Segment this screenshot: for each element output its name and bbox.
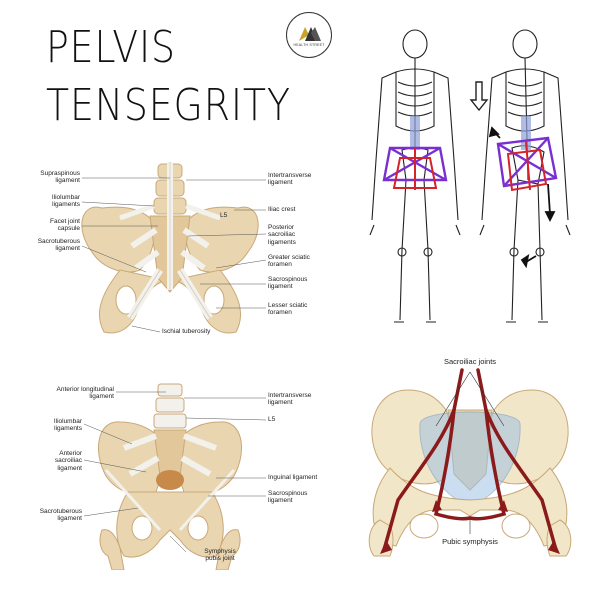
label-facet-joint: Facet joint capsule [50,218,80,233]
label-sacrotuberous: Sacrotuberous ligament [37,238,80,253]
pelvic-ring-illustration [368,368,572,557]
posterior-pelvis-illustration [81,162,267,334]
label-iliac-crest: Iliac crest [268,206,296,213]
label-sacroiliac-joints: Sacroiliac joints [443,357,497,366]
brand-logo: HEALTH STREET [286,12,332,58]
posterior-pelvis-panel: Supraspinous ligament Iliolumbar ligamen… [20,160,320,345]
label-sacrospinous: Sacrospinous ligament [268,276,308,291]
label-pubic-symphysis: Pubic symphysis [442,537,498,546]
label-iliolumbar-anterior: Iliolumbar ligaments [53,418,82,433]
anterior-pelvis-panel: Anterior longitudinal ligament Iliolumba… [20,380,320,570]
label-intertransverse-anterior: Intertransverse ligament [268,392,312,407]
pelvic-ring-panel: Sacroiliac joints Pubic symphysis [350,350,590,560]
label-greater-sciatic: Greater sciatic foramen [268,254,310,269]
label-supraspinous: Supraspinous ligament [40,170,80,185]
label-sacrotuberous-anterior: Sacrotuberous ligament [39,508,82,523]
label-anterior-sacroiliac: Anterior sacroiliac ligament [54,450,82,472]
logo-mark-icon [299,27,321,41]
label-anterior-longitudinal: Anterior longitudinal ligament [56,386,114,401]
label-lesser-sciatic: Lesser sciatic foramen [268,302,308,317]
title-line-2: TENSEGRITY [46,80,291,131]
label-symphysis-pubis: Symphysis pubis joint [204,548,236,563]
skeleton-tensegrity-illustration [369,29,571,323]
skeletons-panel [360,20,580,338]
label-l5-anterior: L5 [268,416,276,423]
anterior-pelvis-illustration [83,383,267,570]
label-ischial-tuberosity: Ischial tuberosity [162,328,211,335]
label-inguinal: Inguinal ligament [268,474,318,481]
label-sacrospinous-anterior: Sacrospinous ligament [268,490,308,505]
label-posterior-sacroiliac: Posterior sacroiliac ligaments [268,224,296,246]
label-iliolumbar: Iliolumbar ligaments [51,194,80,209]
logo-text: HEALTH STREET [293,43,325,47]
label-intertransverse: Intertransverse ligament [268,172,312,187]
title-line-1: PELVIS [46,22,176,73]
label-l5: L5 [220,212,228,219]
